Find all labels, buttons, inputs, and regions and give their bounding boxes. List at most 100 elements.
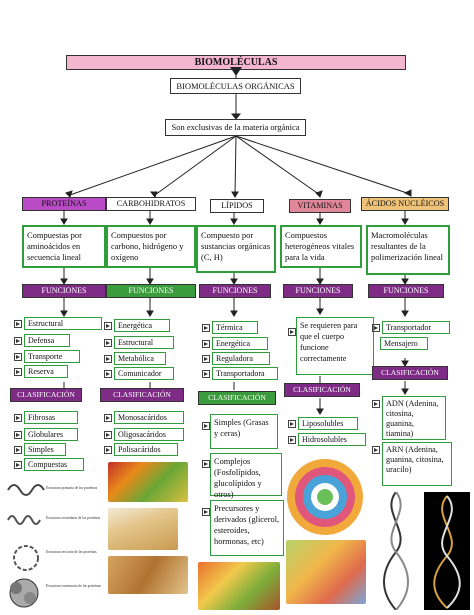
clas-item: Liposolubles (298, 417, 358, 430)
clasificacion-vitaminas: CLASIFICACIÓN (284, 383, 360, 397)
arrow-icon (14, 353, 22, 361)
func-item: Metabólica (114, 352, 166, 365)
func-item: Estructural (114, 336, 174, 349)
page-title-text: BIOMOLÉCULAS (194, 57, 278, 68)
arrow-icon (104, 370, 112, 378)
clas-text: Polisacáridos (118, 445, 161, 454)
clas-item: Complejos (Fosfolípidos, glucolípidos y … (210, 453, 282, 499)
arrow-icon (14, 368, 22, 376)
func-item: Transportadora (212, 367, 278, 380)
clas-text: Simples (28, 445, 54, 454)
arrow-icon (14, 320, 22, 328)
func-item: Transportador (382, 321, 450, 334)
clasificacion-label: CLASIFICACIÓN (293, 385, 351, 394)
arrow-icon (104, 322, 112, 330)
clas-text: Globulares (28, 430, 64, 439)
arrow-icon (104, 339, 112, 347)
arrow-icon (14, 337, 22, 345)
func-text: Energética (216, 339, 251, 348)
arrow-icon (14, 461, 22, 469)
category-lipidos: LÍPIDOS (210, 199, 264, 213)
arrow-icon (202, 370, 210, 378)
clas-item: ADN (Adenina, citosina, guanina, tiamina… (382, 396, 446, 440)
arrow-icon (202, 460, 210, 468)
arrow-icon (104, 355, 112, 363)
arrow-icon (288, 436, 296, 444)
clas-item: Oligosacáridos (114, 428, 184, 441)
clas-text: Hidrosolubles (302, 435, 347, 444)
arrow-icon (202, 422, 210, 430)
clas-text: Liposolubles (302, 419, 344, 428)
func-item: Transporte (24, 350, 80, 363)
clas-text: Monosacáridos (118, 413, 167, 422)
clasificacion-proteinas: CLASIFICACIÓN (10, 388, 82, 402)
func-text: Energética (118, 321, 153, 330)
func-item: Comunicador (114, 367, 174, 380)
arrow-icon (104, 446, 112, 454)
fruit-vegetables-image (108, 462, 188, 502)
func-text: Térmica (216, 323, 243, 332)
funciones-label: FUNCIONES (128, 286, 174, 295)
category-proteinas: PROTEÍNAS (22, 197, 106, 211)
clasificacion-label: CLASIFICACIÓN (381, 368, 439, 377)
category-label: PROTEÍNAS (41, 199, 87, 208)
func-text: Defensa (28, 336, 55, 345)
category-carbohidratos: CARBOHIDRATOS (106, 197, 196, 211)
grains-image (108, 556, 188, 594)
desc-text: Compuestas por aminoácidos en secuencia … (27, 230, 83, 262)
vitamin-wheel-image (287, 459, 363, 535)
func-text: Transportadora (216, 369, 265, 378)
desc-text: Macromoléculas resultantes de la polimer… (371, 230, 443, 262)
clas-item: Compuestas (24, 458, 84, 471)
funciones-carbohidratos: FUNCIONES (106, 284, 196, 298)
protein-label-1: Estructura primaria de las proteínas (46, 486, 98, 490)
arrow-icon (104, 431, 112, 439)
title-down-arrow (230, 67, 242, 76)
protein-label-3: Estructura terciaria de las proteínas (46, 550, 97, 554)
arrow-icon (202, 324, 210, 332)
func-text: Estructural (118, 338, 154, 347)
func-text: Mensajero (384, 339, 418, 348)
clas-item: Simples (24, 443, 66, 456)
func-text: Se requieren para que el cuerpo funcione… (300, 321, 358, 363)
funciones-label: FUNCIONES (212, 286, 258, 295)
arrow-icon (14, 446, 22, 454)
protein-label-4: Estructura cuaternaria de las proteínas (46, 584, 101, 588)
protein-structure-figure (7, 484, 45, 608)
func-item: Se requieren para que el cuerpo funcione… (296, 317, 374, 375)
clas-item: ARN (Adenina, guanina, citosina, uracilo… (382, 442, 452, 486)
category-acidos-nucleicos: ÁCIDOS NUCLÉICOS (361, 197, 449, 211)
funciones-label: FUNCIONES (295, 286, 341, 295)
clasificacion-label: CLASIFICACIÓN (208, 393, 266, 402)
arrow-icon (202, 340, 210, 348)
arrow-icon (372, 400, 380, 408)
category-vitaminas: VITAMINAS (289, 199, 351, 213)
func-text: Metabólica (118, 354, 154, 363)
arrow-icon (14, 414, 22, 422)
category-label: LÍPIDOS (221, 201, 253, 210)
func-item: Reserva (24, 365, 68, 378)
clas-item: Precursores y derivados (glicerol, ester… (210, 500, 284, 556)
arrow-icon (372, 446, 380, 454)
clas-text: ARN (Adenina, guanina, citosina, uracilo… (386, 445, 444, 474)
clasificacion-label: CLASIFICACIÓN (17, 390, 75, 399)
func-text: Reserva (28, 367, 54, 376)
clas-item: Monosacáridos (114, 411, 184, 424)
clas-text: ADN (Adenina, citosina, guanina, tiamina… (386, 399, 439, 438)
arrow-icon (288, 328, 296, 336)
func-text: Transporte (28, 352, 63, 361)
funciones-vitaminas: FUNCIONES (283, 284, 353, 298)
arrow-icon (372, 324, 380, 332)
subtitle-box: BIOMOLÉCULAS ORGÁNICAS (170, 78, 301, 94)
bread-pasta-image (108, 508, 178, 550)
funciones-label: FUNCIONES (383, 286, 429, 295)
desc-acidos-nucleicos: Macromoléculas resultantes de la polimer… (366, 225, 450, 275)
fats-food-image (198, 562, 280, 610)
arrow-icon (202, 508, 210, 516)
desc-vitaminas: Compuestos heterogéneos vitales para la … (280, 225, 362, 268)
clas-text: Fibrosas (28, 413, 56, 422)
intro-box: Son exclusivas de la materia orgánica (165, 119, 306, 136)
clas-item: Globulares (24, 428, 78, 441)
clasificacion-acidos: CLASIFICACIÓN (372, 366, 448, 380)
